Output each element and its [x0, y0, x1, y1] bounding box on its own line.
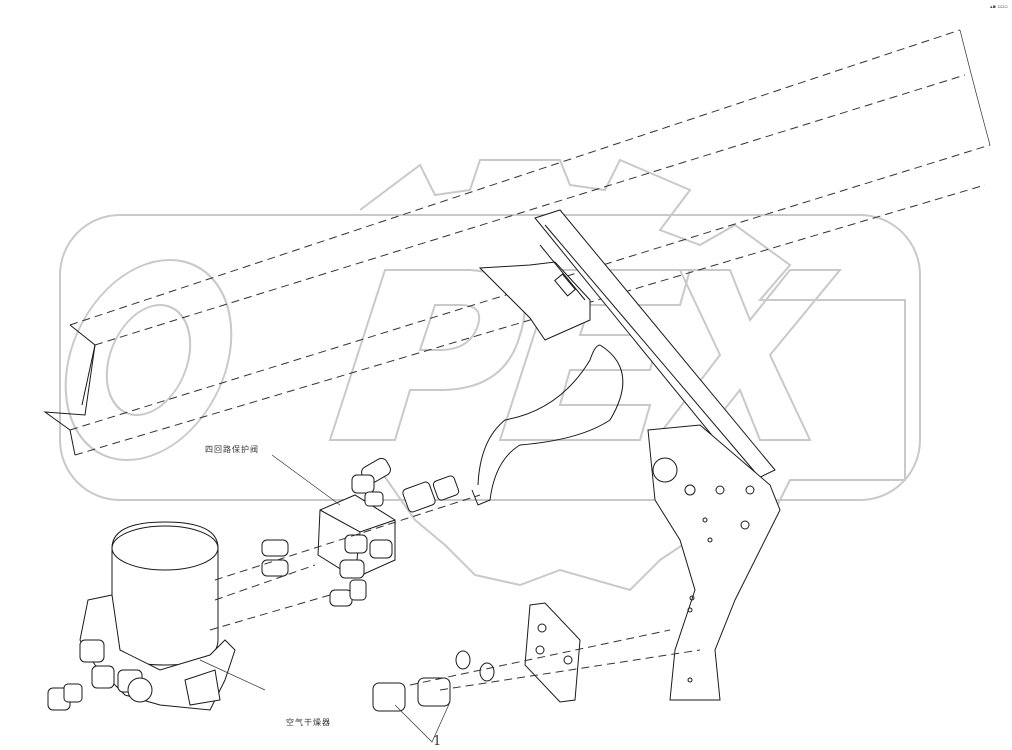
- watermark-letter-x: [652, 269, 843, 441]
- part-number-label: 1: [433, 734, 442, 749]
- watermark-letter-p: [328, 269, 526, 441]
- leader-lines: [199, 454, 451, 743]
- air-hose: [471, 344, 624, 506]
- watermark-gear: [359, 158, 906, 592]
- frame-rail: [43, 29, 991, 456]
- assembly-centerlines: [209, 494, 701, 691]
- valve-label: 四回路保护阀: [205, 445, 259, 454]
- mount-plate-hardware: [372, 602, 581, 712]
- watermark-letter-o: [64, 259, 233, 461]
- corner-mark: ▴▪ ▫▫▫: [990, 4, 1008, 10]
- mounting-bracket: [478, 209, 781, 701]
- dryer-label: 空气干燥器: [286, 718, 331, 727]
- valve-fittings: [261, 457, 460, 607]
- four-circuit-protection-valve: [261, 457, 460, 607]
- air-dryer: [47, 521, 236, 711]
